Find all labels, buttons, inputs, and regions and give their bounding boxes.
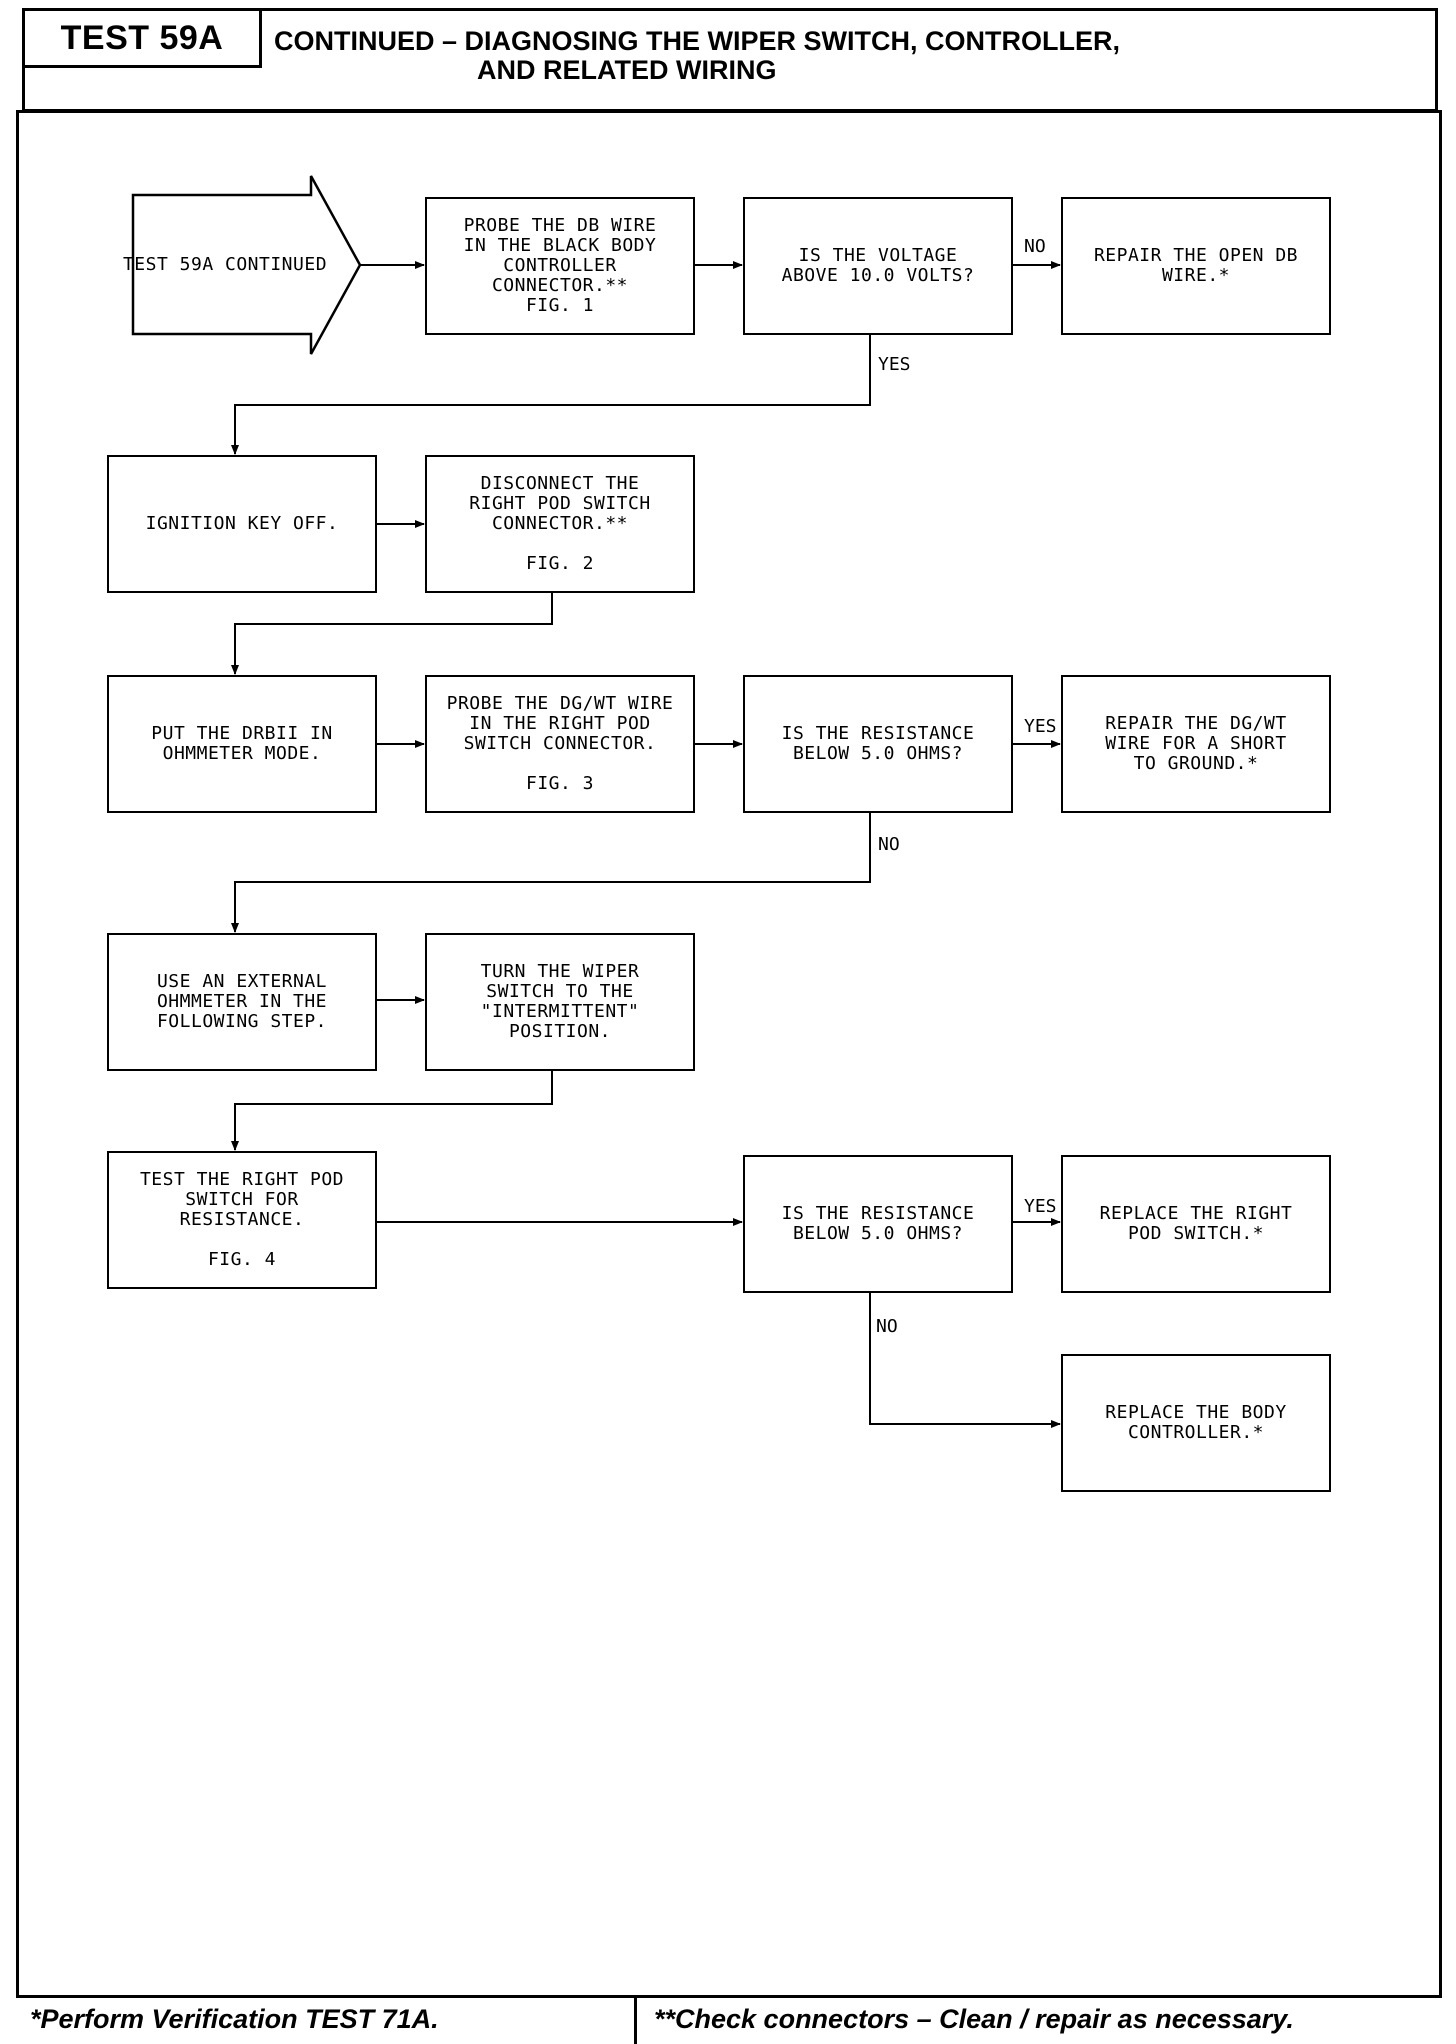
result-replace-pod: REPLACE THE RIGHT POD SWITCH.* <box>1099 1203 1293 1244</box>
step-drbii: PUT THE DRBII IN OHMMETER MODE. <box>151 723 333 764</box>
conn-q3-no <box>869 1292 1061 1428</box>
box-replace-body <box>1061 1354 1331 1492</box>
conn-turn-test <box>231 1070 553 1151</box>
test-id-box: TEST 59A <box>22 8 262 68</box>
result-repair-db: REPAIR THE OPEN DB WIRE.* <box>1093 245 1299 286</box>
box-disconnect <box>425 455 695 593</box>
step-test-pod: TEST THE RIGHT POD SWITCH FOR RESISTANCE… <box>139 1169 345 1270</box>
box-turn-wiper <box>425 933 695 1071</box>
title-line-1: CONTINUED – DIAGNOSING THE WIPER SWITCH,… <box>274 26 1121 56</box>
question-voltage: IS THE VOLTAGE ABOVE 10.0 VOLTS? <box>781 245 975 286</box>
step-turn-wiper: TURN THE WIPER SWITCH TO THE "INTERMITTE… <box>480 961 640 1042</box>
footer-divider <box>634 1996 637 2044</box>
step-external-ohmmeter: USE AN EXTERNAL OHMMETER IN THE FOLLOWIN… <box>156 971 328 1032</box>
box-external <box>107 933 377 1071</box>
footer-note-verification: *Perform Verification TEST 71A. <box>30 2004 439 2034</box>
box-test-pod <box>107 1151 377 1289</box>
start-label: TEST 59A CONTINUED <box>122 253 328 275</box>
step-disconnect: DISCONNECT THE RIGHT POD SWITCH CONNECTO… <box>469 473 651 574</box>
branch-label-yes: YES <box>878 354 911 375</box>
step-probe-dgwt: PROBE THE DG/WT WIRE IN THE RIGHT POD SW… <box>446 693 674 794</box>
branch-label-yes: YES <box>1024 1196 1057 1217</box>
diagram-frame <box>16 110 1442 1998</box>
conn-disc-drbii <box>231 592 553 675</box>
step-probe-db: PROBE THE DB WIRE IN THE BLACK BODY CONT… <box>463 215 657 316</box>
branch-label-yes: YES <box>1024 716 1057 737</box>
start-arrow-shape <box>131 175 362 355</box>
test-id: TEST 59A <box>60 18 224 57</box>
branch-label-no: NO <box>876 1316 898 1337</box>
box-repair-db <box>1061 197 1331 335</box>
page-title: CONTINUED – DIAGNOSING THE WIPER SWITCH,… <box>274 28 1120 84</box>
question-resistance-2: IS THE RESISTANCE BELOW 5.0 OHMS? <box>781 1203 975 1244</box>
step-ignition-off: IGNITION KEY OFF. <box>145 513 339 534</box>
conn-q2-no <box>231 812 871 933</box>
footer-note-connectors: **Check connectors – Clean / repair as n… <box>654 2004 1294 2034</box>
result-repair-dgwt: REPAIR THE DG/WT WIRE FOR A SHORT TO GRO… <box>1105 713 1287 774</box>
box-q-res2 <box>743 1155 1013 1293</box>
title-line-2: AND RELATED WIRING <box>477 55 777 85</box>
question-resistance-1: IS THE RESISTANCE BELOW 5.0 OHMS? <box>781 723 975 764</box>
box-replace-pod <box>1061 1155 1331 1293</box>
branch-label-no: NO <box>878 834 900 855</box>
box-repair-dgwt <box>1061 675 1331 813</box>
conn-q1-yes <box>231 334 871 455</box>
branch-label-no: NO <box>1024 236 1046 257</box>
result-replace-body: REPLACE THE BODY CONTROLLER.* <box>1105 1402 1287 1443</box>
